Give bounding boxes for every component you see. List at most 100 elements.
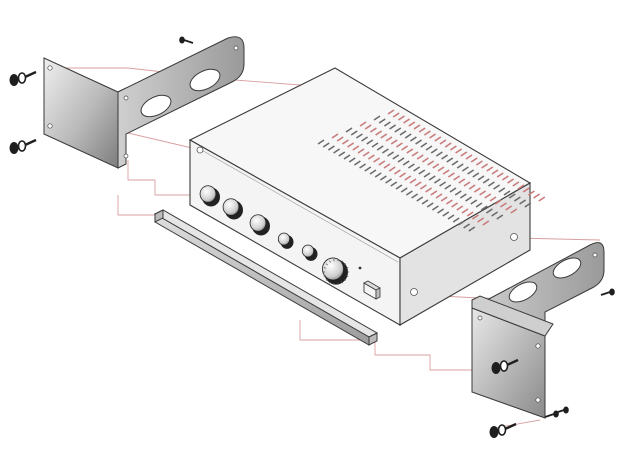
vent-slot xyxy=(517,184,525,190)
left-bracket-flange xyxy=(43,57,119,169)
right-bracket-slots xyxy=(508,257,582,303)
vent-slot xyxy=(359,121,367,127)
vent-slot xyxy=(400,187,408,193)
knob-4 xyxy=(277,232,294,249)
vent-slot xyxy=(465,154,473,160)
vent-slot xyxy=(463,181,471,187)
vent-slot xyxy=(435,193,443,199)
vent-slot xyxy=(430,148,438,154)
vent-slot xyxy=(444,142,452,148)
vent-slot xyxy=(355,133,363,139)
vent-slot xyxy=(411,151,419,157)
vent-slot xyxy=(381,148,389,154)
vent-slot xyxy=(420,142,428,148)
vent-slot xyxy=(494,199,502,205)
vent-slot xyxy=(433,178,441,184)
vent-slot xyxy=(437,166,445,172)
vent-slot xyxy=(421,199,429,205)
vent-slot xyxy=(389,124,397,130)
vent-slot xyxy=(388,166,396,172)
vent-slot xyxy=(367,154,375,160)
vent-slot xyxy=(434,136,442,142)
vent-slot xyxy=(432,163,440,169)
vent-slot xyxy=(322,142,330,148)
vent-slot xyxy=(331,133,339,139)
vent-slot xyxy=(449,187,457,193)
vent-slot xyxy=(343,154,351,160)
vent-slot xyxy=(353,160,361,166)
screw-icon xyxy=(9,70,37,86)
vent-slot xyxy=(524,202,532,208)
vent-slot xyxy=(423,172,431,178)
screw-icon xyxy=(544,410,559,418)
vent-slot xyxy=(441,154,449,160)
vent-slot xyxy=(445,199,453,205)
power-switch xyxy=(363,280,381,300)
vent-slot xyxy=(376,145,384,151)
vent-slot xyxy=(385,136,393,142)
chassis-front-edge xyxy=(197,147,399,263)
vent-slot xyxy=(414,181,422,187)
vent-slot xyxy=(444,184,452,190)
knob-1 xyxy=(199,185,220,207)
vent-slot xyxy=(406,148,414,154)
knob-3 xyxy=(249,214,270,236)
vent-slot xyxy=(416,196,424,202)
vent-slot xyxy=(373,157,381,163)
vent-slot xyxy=(423,130,431,136)
vent-slot xyxy=(454,190,462,196)
vent-slot xyxy=(460,151,468,157)
mounting-screws xyxy=(9,36,615,438)
vent-slot xyxy=(439,181,447,187)
vent-slot xyxy=(461,208,469,214)
right-rack-bracket xyxy=(471,242,605,419)
vent-slot xyxy=(404,175,412,181)
vent-slot xyxy=(461,166,469,172)
vent-slot xyxy=(418,127,426,133)
screw-icon xyxy=(489,422,517,438)
vent-slot xyxy=(403,118,411,124)
vent-slot xyxy=(533,193,541,199)
right-bracket-flange-edge xyxy=(471,295,554,337)
vent-slot xyxy=(507,178,515,184)
vent-slot xyxy=(447,172,455,178)
vent-slot xyxy=(452,217,460,223)
screw-icon xyxy=(600,288,615,296)
vent-slot xyxy=(538,196,546,202)
vent-slot xyxy=(482,220,490,226)
vent-slot xyxy=(456,163,464,169)
vent-slot xyxy=(387,151,395,157)
vent-slot xyxy=(378,118,386,124)
vent-slot xyxy=(408,121,416,127)
front-rail xyxy=(153,209,379,346)
vent-slot xyxy=(486,166,494,172)
knob-2 xyxy=(222,198,243,220)
vent-slot xyxy=(415,139,423,145)
vent-slot xyxy=(425,145,433,151)
vent-slot xyxy=(477,217,485,223)
vent-slot xyxy=(508,193,516,199)
vent-slot xyxy=(393,169,401,175)
vent-slot xyxy=(333,148,341,154)
vent-slot xyxy=(451,160,459,166)
vent-slot xyxy=(465,196,473,202)
vent-slot xyxy=(491,211,499,217)
vent-slot xyxy=(467,169,475,175)
vent-slot xyxy=(385,178,393,184)
vent-slot xyxy=(519,199,527,205)
vent-slot xyxy=(405,190,413,196)
vent-slot xyxy=(397,157,405,163)
vent-slot xyxy=(430,190,438,196)
vent-slot xyxy=(453,175,461,181)
vent-slot xyxy=(402,160,410,166)
power-indicator xyxy=(358,266,362,270)
vent-slot xyxy=(468,184,476,190)
vent-slot xyxy=(503,190,511,196)
vent-slot xyxy=(427,160,435,166)
vent-slot xyxy=(369,127,377,133)
rail-end-left xyxy=(154,209,164,223)
vent-slot xyxy=(513,196,521,202)
screw-icon xyxy=(179,36,194,44)
